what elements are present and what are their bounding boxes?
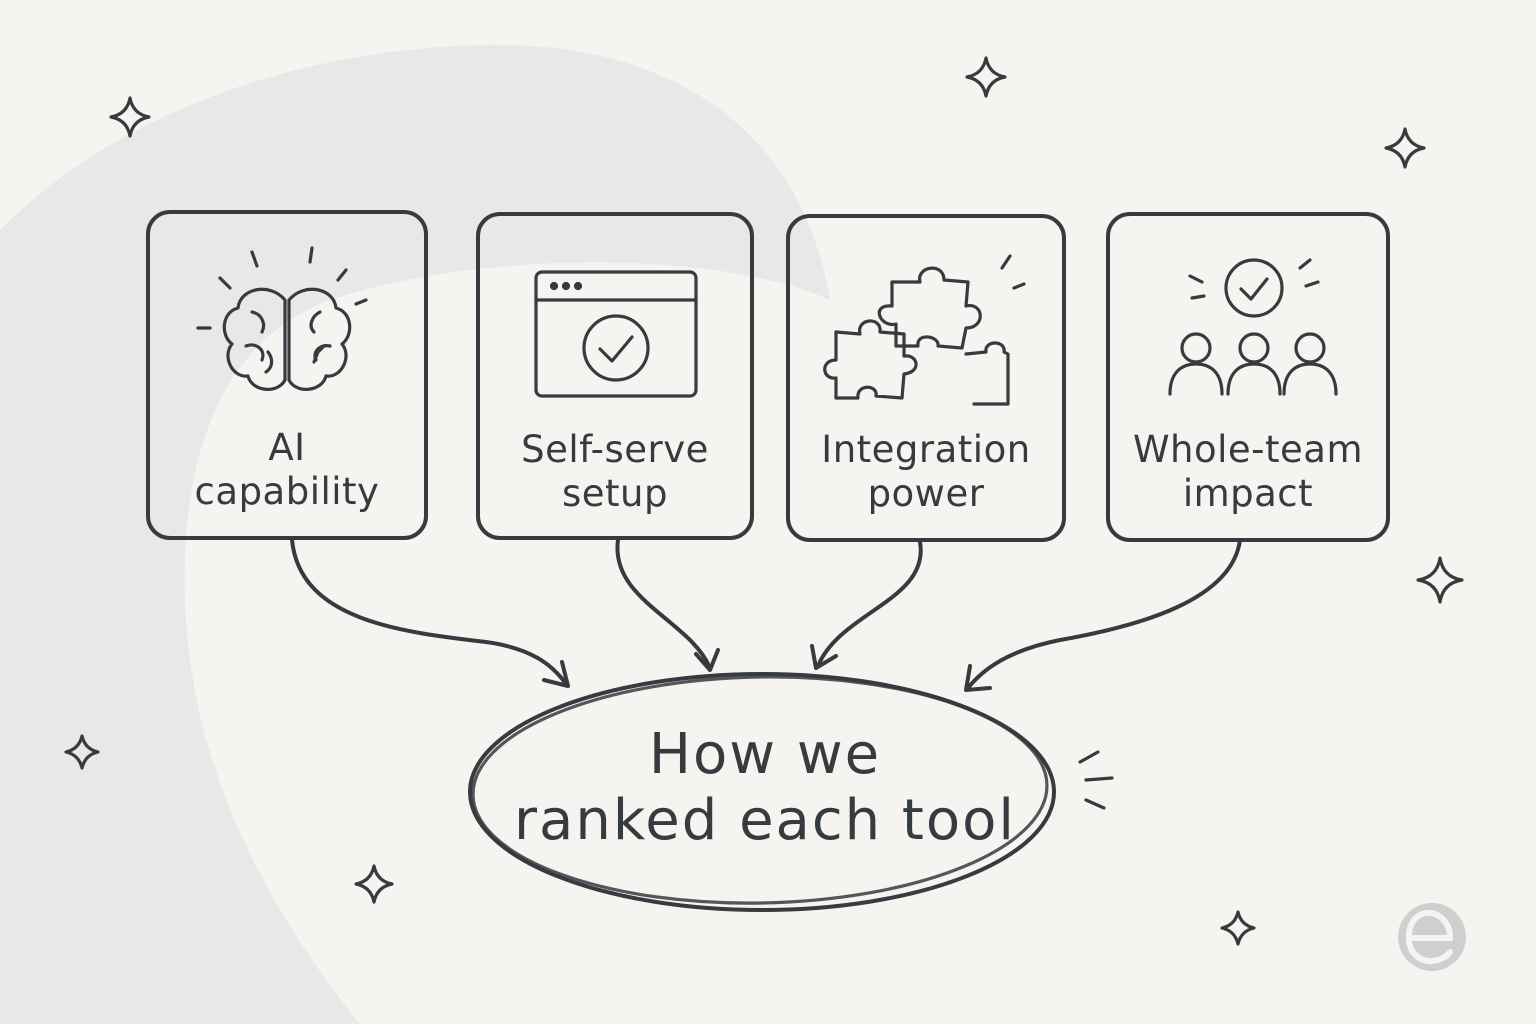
arrow-integration-to-center	[810, 540, 923, 670]
sparkle-icon	[1384, 127, 1426, 169]
card-label-line2: setup	[562, 472, 668, 515]
sparkle-icon	[64, 734, 100, 770]
browser-check-icon	[534, 270, 698, 398]
card-integration-power	[786, 214, 1066, 542]
arrow-self-serve-to-center	[615, 538, 720, 672]
card-label-whole-team-impact: Whole-team impact	[1110, 428, 1386, 516]
sparkle-icon	[354, 864, 394, 904]
card-label-integration-power: Integration power	[790, 428, 1062, 516]
arrow-ai-to-center	[290, 538, 570, 688]
card-label-line1: Whole-team	[1132, 428, 1364, 471]
card-label-line1: Integration	[821, 428, 1031, 471]
card-label-line2: power	[867, 472, 985, 515]
sparkle-icon	[1220, 910, 1256, 946]
center-label-line1: How we	[648, 722, 882, 787]
sparkle-icon	[109, 96, 151, 138]
center-ellipse	[468, 672, 1056, 912]
card-label-line2: impact	[1182, 472, 1314, 515]
card-ai-capability	[146, 210, 428, 540]
brain-icon	[196, 246, 368, 391]
team-check-icon	[1168, 258, 1338, 396]
card-label-ai-capability: AI capability	[150, 426, 424, 514]
card-label-line1: AI	[268, 426, 306, 469]
card-whole-team-impact	[1106, 212, 1390, 542]
card-label-line2: capability	[194, 470, 380, 513]
emphasis-marks	[1078, 750, 1114, 810]
sparkle-icon	[1416, 556, 1464, 604]
center-label-line2: ranked each tool	[514, 788, 1016, 853]
sparkle-icon	[965, 56, 1007, 98]
puzzle-icon	[823, 254, 1026, 406]
e-logo-icon	[1398, 903, 1466, 971]
arrow-whole-team-to-center	[964, 538, 1242, 692]
card-label-self-serve-setup: Self-serve setup	[480, 428, 750, 516]
card-self-serve-setup	[476, 212, 754, 540]
card-label-line1: Self-serve	[521, 428, 709, 471]
center-label: How we ranked each tool	[480, 722, 1050, 854]
background-blob	[0, 44, 830, 1024]
